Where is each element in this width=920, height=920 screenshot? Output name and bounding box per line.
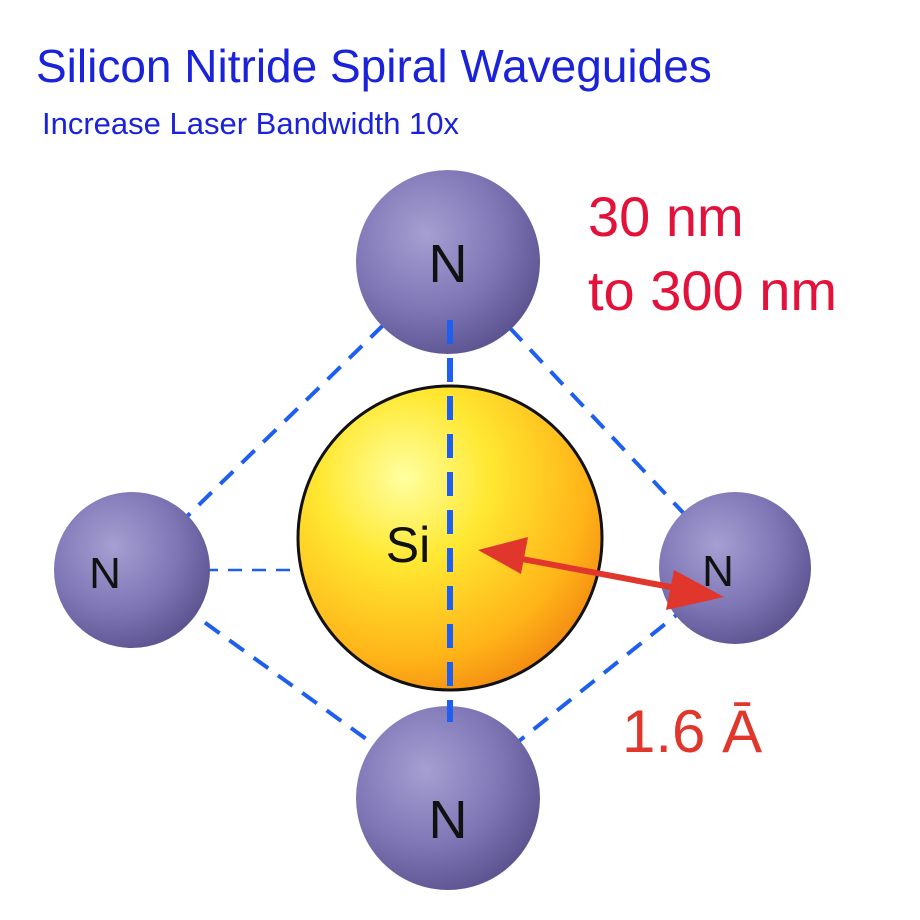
range-line-1: 30 nm: [588, 185, 744, 248]
nitrogen-top-label: N: [429, 234, 468, 294]
nitrogen-atom-left: [54, 492, 210, 648]
bond-length-label: 1.6 Ā: [622, 698, 762, 765]
silicon-label: Si: [386, 517, 430, 573]
silicon-atom: [296, 384, 604, 692]
nitrogen-left-label: N: [89, 549, 121, 598]
page-title: Silicon Nitride Spiral Waveguides: [36, 40, 712, 92]
nitrogen-bottom-label: N: [429, 790, 468, 850]
wavelength-range: 30 nm to 300 nm: [588, 180, 837, 328]
nitrogen-atom-right: [659, 492, 811, 644]
nitrogen-atom-top: [356, 170, 540, 354]
range-line-2: to 300 nm: [588, 259, 838, 322]
bond-length-arrow: [478, 537, 724, 610]
nitrogen-right-label: N: [702, 547, 734, 596]
page-subtitle: Increase Laser Bandwidth 10x: [42, 106, 460, 141]
nitrogen-atom-bottom: [356, 706, 540, 890]
